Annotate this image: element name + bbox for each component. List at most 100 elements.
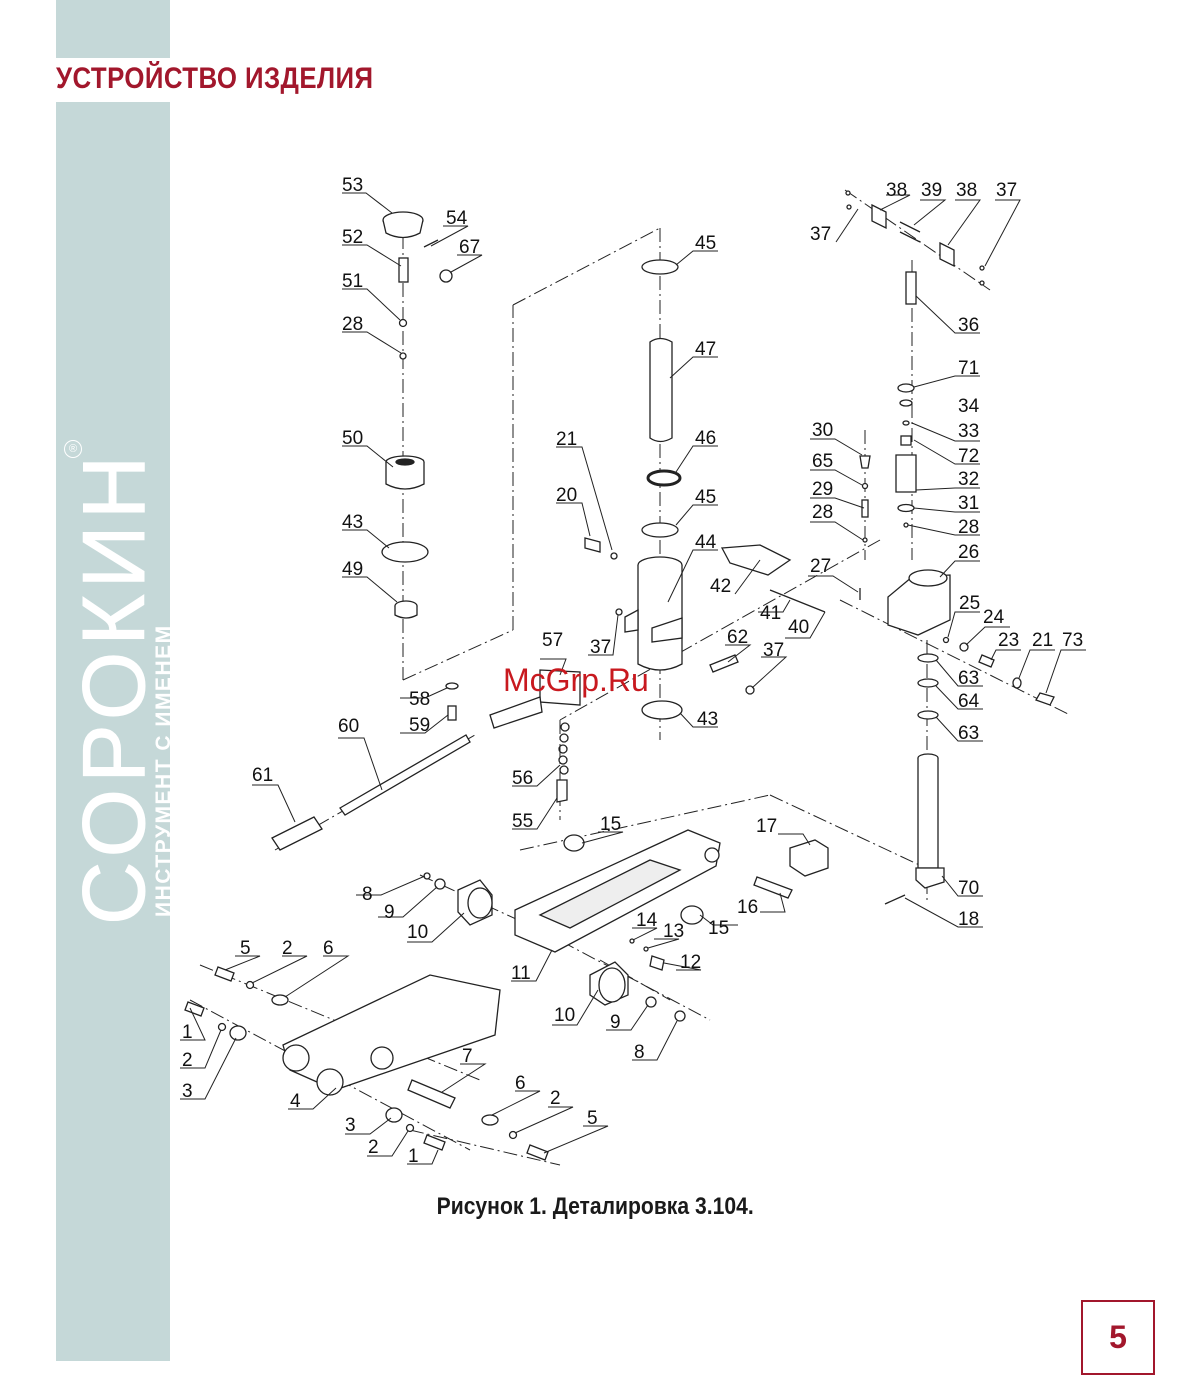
exploded-diagram: 53 54 52 67 51 28 50 43 49 45 47 46 45 2… [180,175,1086,1167]
page-title: УСТРОЙСТВО ИЗДЕЛИЯ [56,62,374,95]
registered-mark: ® [64,440,82,458]
callout-12: 12 [680,952,701,973]
callout-58: 58 [409,689,430,710]
callout-37: 37 [810,224,831,245]
callout-71: 71 [958,358,979,379]
callout-18: 18 [958,909,979,930]
callout-29: 29 [812,479,833,500]
callout-56: 56 [512,768,533,789]
callout-63: 63 [958,668,979,689]
callout-52: 52 [342,227,363,248]
callout-73: 73 [1062,630,1083,651]
callout-43: 43 [342,512,363,533]
brand-logo: СОРОКИН ИНСТРУМЕНТ С ИМЕНЕМ [64,449,176,925]
callout-33: 33 [958,421,979,442]
callout-13: 13 [663,921,684,942]
callout-15: 15 [600,814,621,835]
callout-2: 2 [182,1050,193,1071]
callout-40: 40 [788,617,809,638]
callout-26: 26 [958,542,979,563]
callout-6: 6 [515,1073,526,1094]
callout-37: 37 [590,637,611,658]
callout-38: 38 [956,180,977,201]
callout-23: 23 [998,630,1019,651]
callout-55: 55 [512,811,533,832]
sidebar-band-top [56,0,170,58]
callout-36: 36 [958,315,979,336]
callout-2: 2 [368,1137,379,1158]
callout-11: 11 [511,963,531,984]
callout-20: 20 [556,485,577,506]
callout-14: 14 [636,910,658,931]
callout-4: 4 [290,1091,301,1112]
callout-30: 30 [812,420,833,441]
callout-64: 64 [958,691,980,712]
callout-46: 46 [695,428,716,449]
figure-caption-text: Рисунок 1. Деталировка 3.104. [436,1193,755,1220]
callout-45: 45 [695,233,716,254]
brand-name: СОРОКИН [64,449,164,925]
callout-21: 21 [556,429,577,450]
callout-3: 3 [345,1115,356,1136]
callout-1: 1 [408,1146,419,1167]
callout-50: 50 [342,428,363,449]
callout-38: 38 [886,180,907,201]
page-number: 5 [1081,1300,1155,1375]
callout-5: 5 [240,938,251,959]
callout-28: 28 [958,517,979,538]
callout-62: 62 [727,627,748,648]
callout-28: 28 [812,502,833,523]
callout-39: 39 [921,180,942,201]
callout-61: 61 [252,765,273,786]
callout-10: 10 [554,1005,575,1026]
callout-41: 41 [760,603,781,624]
callout-8: 8 [362,884,373,905]
callout-42: 42 [710,576,731,597]
callout-3: 3 [182,1081,193,1102]
watermark: McGrp.Ru [503,662,649,698]
callout-59: 59 [409,715,430,736]
callout-63: 63 [958,723,979,744]
callout-45: 45 [695,487,716,508]
callout-9: 9 [384,902,395,923]
callout-44: 44 [695,532,717,553]
callout-60: 60 [338,716,359,737]
callout-32: 32 [958,469,979,490]
callout-1: 1 [182,1022,193,1043]
callout-72: 72 [958,446,979,467]
parts [184,190,1055,1161]
callout-49: 49 [342,559,363,580]
callout-numbers: 53 54 52 67 51 28 50 43 49 45 47 46 45 2… [182,175,1083,1167]
callout-2: 2 [282,938,293,959]
callout-37: 37 [763,640,784,661]
callout-65: 65 [812,451,833,472]
callout-31: 31 [958,493,979,514]
callout-27: 27 [810,556,831,577]
callout-6: 6 [323,938,334,959]
callout-24: 24 [983,607,1005,628]
leader-lines [180,192,1086,1165]
callout-67: 67 [459,237,480,258]
callout-25: 25 [959,593,980,614]
callout-28: 28 [342,314,363,335]
callout-57: 57 [542,630,563,651]
callout-7: 7 [462,1046,473,1067]
callout-21: 21 [1032,630,1053,651]
callout-8: 8 [634,1042,645,1063]
callout-51: 51 [342,271,363,292]
callout-9: 9 [610,1012,621,1033]
callout-5: 5 [587,1108,598,1129]
callout-15: 15 [708,918,729,939]
callout-47: 47 [695,339,716,360]
callout-53: 53 [342,175,363,196]
callout-10: 10 [407,922,428,943]
callout-16: 16 [737,897,758,918]
callout-70: 70 [958,878,979,899]
callout-54: 54 [446,208,468,229]
callout-43: 43 [697,709,718,730]
callout-2: 2 [550,1088,561,1109]
callout-34: 34 [958,396,980,417]
callout-17: 17 [756,816,777,837]
sidebar-band [56,102,170,1361]
callout-37: 37 [996,180,1017,201]
